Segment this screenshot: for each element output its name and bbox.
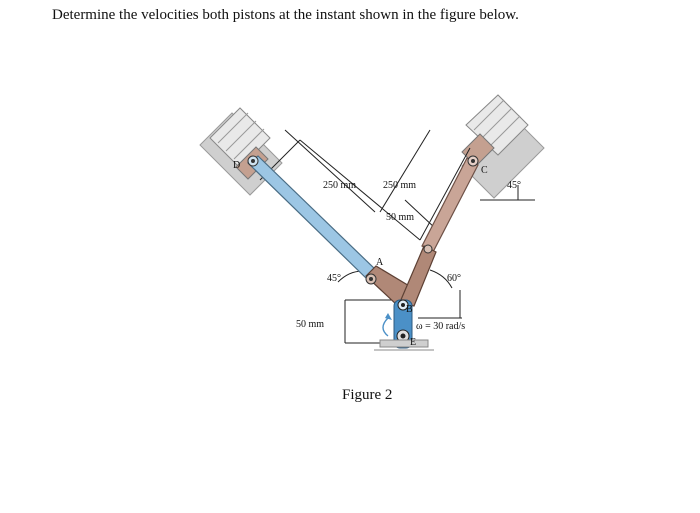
dimension-lines [259,129,535,344]
label-angle-right: 60° [447,273,461,284]
label-point-a: A [376,257,384,268]
left-connecting-rod [247,155,379,281]
question-text: Determine the velocities both pistons at… [52,7,519,23]
label-angle-left: 45° [327,273,341,284]
label-angle-right-top: 45° [507,180,521,191]
label-dim-50-left: 50 mm [296,319,324,330]
label-dim-right-250: 250 mm [383,180,416,191]
crank-pin-and-support [374,299,434,351]
label-point-e: E [410,337,416,348]
label-point-d: D [233,160,240,171]
label-dim-50-top: 50 mm [386,212,414,223]
label-point-b: B [406,304,413,315]
figure-caption: Figure 2 [342,387,393,403]
label-omega: ω = 30 rad/s [416,321,465,332]
crank-body [365,244,437,307]
right-connecting-rod [421,155,479,253]
right-cylinder [461,94,545,199]
label-point-c: C [481,165,488,176]
label-dim-left-250: 250 mm [323,180,356,191]
